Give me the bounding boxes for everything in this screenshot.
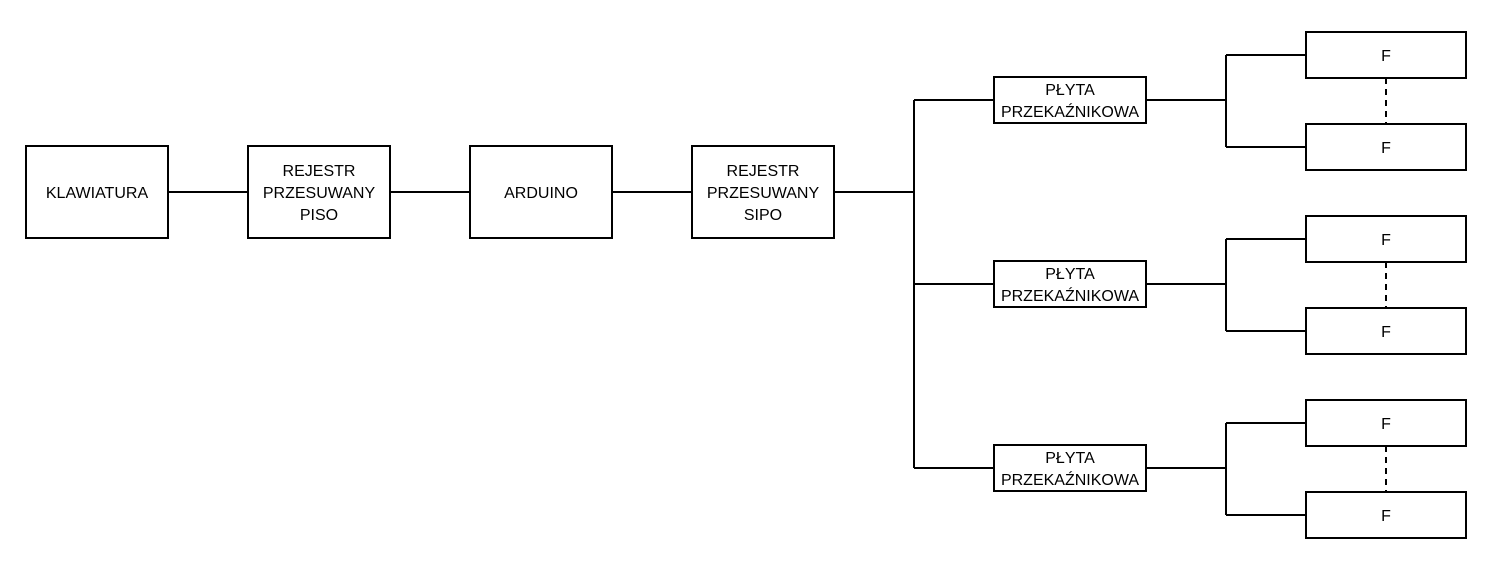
block-rejestr-sipo-frame <box>691 145 835 239</box>
block-output-plyta-2-0-label: F <box>1381 232 1391 249</box>
block-plyta-3-label: PŁYTA <box>1045 450 1095 467</box>
block-rejestr-piso: REJESTR PRZESUWANY PISO <box>247 145 391 239</box>
block-output-plyta-3-1-label: F <box>1381 508 1391 525</box>
block-output-plyta-1-0-frame <box>1305 31 1467 79</box>
block-output-plyta-2-0-frame <box>1305 215 1467 263</box>
block-output-plyta-2-1-label: F <box>1381 324 1391 341</box>
block-plyta-2-frame <box>993 260 1147 308</box>
block-output-plyta-1-1: F <box>1305 123 1467 171</box>
block-rejestr-sipo-label: SIPO <box>744 207 782 224</box>
block-plyta-1-label: PRZEKAŹNIKOWA <box>1001 102 1139 121</box>
block-plyta-2: PŁYTA PRZEKAŹNIKOWA <box>993 260 1147 308</box>
block-klawiatura: KLAWIATURA <box>25 145 169 239</box>
block-plyta-2-label: PŁYTA <box>1045 266 1095 283</box>
block-rejestr-piso-frame <box>247 145 391 239</box>
block-plyta-1: PŁYTA PRZEKAŹNIKOWA <box>993 76 1147 124</box>
block-rejestr-piso-label: PRZESUWANY <box>263 185 376 202</box>
block-plyta-1-frame <box>993 76 1147 124</box>
block-plyta-3-frame <box>993 444 1147 492</box>
block-output-plyta-1-1-label: F <box>1381 140 1391 157</box>
block-output-plyta-3-1: F <box>1305 491 1467 539</box>
block-output-plyta-3-1-frame <box>1305 491 1467 539</box>
block-output-plyta-3-0-label: F <box>1381 416 1391 433</box>
block-plyta-1-label: PŁYTA <box>1045 82 1095 99</box>
block-plyta-3: PŁYTA PRZEKAŹNIKOWA <box>993 444 1147 492</box>
block-output-plyta-3-0: F <box>1305 399 1467 447</box>
block-output-plyta-2-1-frame <box>1305 307 1467 355</box>
block-rejestr-sipo: REJESTR PRZESUWANY SIPO <box>691 145 835 239</box>
block-rejestr-piso-label: PISO <box>300 207 338 224</box>
block-rejestr-sipo-label: REJESTR <box>727 163 800 180</box>
block-output-plyta-2-1: F <box>1305 307 1467 355</box>
block-arduino-label: ARDUINO <box>504 185 578 202</box>
block-arduino: ARDUINO <box>469 145 613 239</box>
block-arduino-frame <box>469 145 613 239</box>
block-rejestr-piso-label: REJESTR <box>283 163 356 180</box>
block-output-plyta-1-0: F <box>1305 31 1467 79</box>
block-output-plyta-3-0-frame <box>1305 399 1467 447</box>
block-output-plyta-2-0: F <box>1305 215 1467 263</box>
block-klawiatura-frame <box>25 145 169 239</box>
block-plyta-2-label: PRZEKAŹNIKOWA <box>1001 286 1139 305</box>
blocks: KLAWIATURA REJESTR PRZESUWANY PISO ARDUINO RE… <box>25 31 1467 539</box>
block-output-plyta-1-1-frame <box>1305 123 1467 171</box>
block-plyta-3-label: PRZEKAŹNIKOWA <box>1001 470 1139 489</box>
block-rejestr-sipo-label: PRZESUWANY <box>707 185 820 202</box>
block-klawiatura-label: KLAWIATURA <box>46 185 149 202</box>
connections <box>168 54 1387 516</box>
block-output-plyta-1-0-label: F <box>1381 48 1391 65</box>
